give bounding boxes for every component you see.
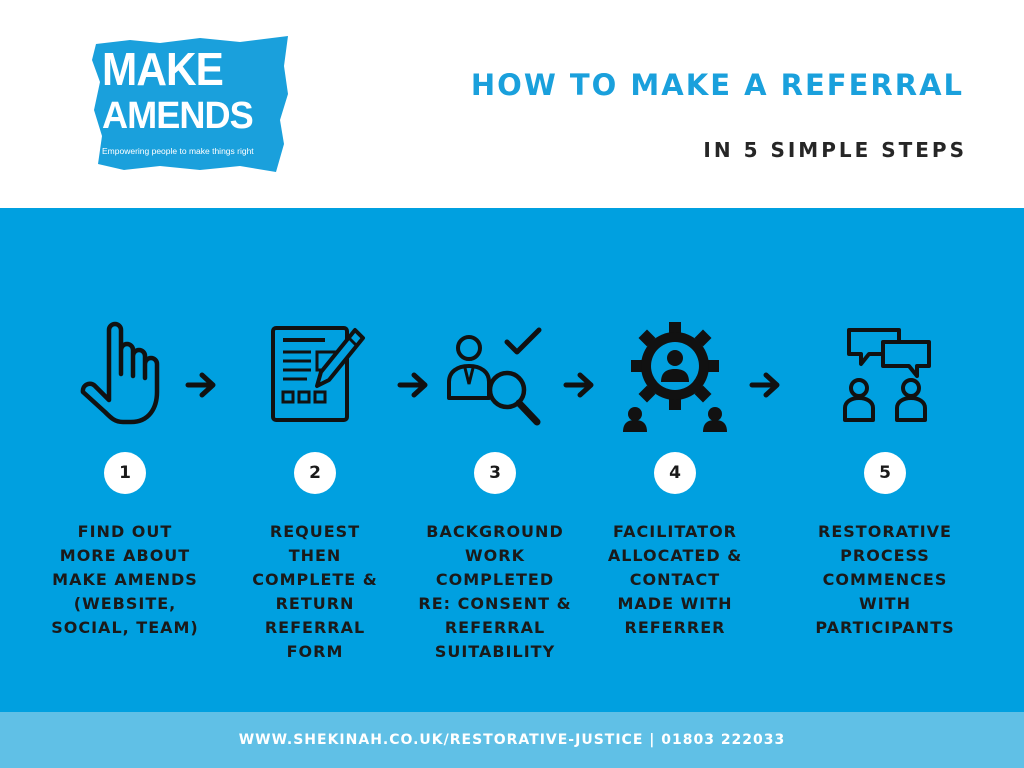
step-label: BACKGROUND WORK COMPLETED RE: CONSENT & …	[418, 522, 572, 661]
logo-tagline: Empowering people to make things right	[102, 146, 254, 156]
footer-link-text[interactable]: WWW.SHEKINAH.CO.UK/RESTORATIVE-JUSTICE |…	[238, 732, 786, 748]
step-5: 5 RESTORATIVE PROCESS COMMENCES WITH PAR…	[795, 208, 975, 712]
page-subtitle: IN 5 SIMPLE STEPS	[703, 138, 967, 162]
step-label: REQUEST THEN COMPLETE & RETURN REFERRAL …	[252, 522, 378, 661]
make-amends-logo[interactable]: MAKE AMENDS Empowering people to make th…	[90, 36, 290, 172]
header: MAKE AMENDS Empowering people to make th…	[0, 0, 1024, 208]
step-number: 2	[294, 452, 336, 494]
step-4: 4 FACILITATOR ALLOCATED & CONTACT MADE W…	[585, 208, 765, 712]
step-number: 3	[474, 452, 516, 494]
footer: WWW.SHEKINAH.CO.UK/RESTORATIVE-JUSTICE |…	[0, 712, 1024, 768]
arrow-right-icon	[563, 372, 594, 398]
facilitator-gear-icon	[623, 322, 727, 432]
step-label: RESTORATIVE PROCESS COMMENCES WITH PARTI…	[815, 522, 955, 637]
step-number: 1	[104, 452, 146, 494]
arrow-right-icon	[397, 372, 428, 398]
step-number: 5	[864, 452, 906, 494]
logo-background	[92, 36, 288, 172]
arrow-right-icon	[749, 372, 780, 398]
page-title: HOW TO MAKE A REFERRAL	[470, 68, 964, 102]
step-2: 2 REQUEST THEN COMPLETE & RETURN REFERRA…	[225, 208, 405, 712]
step-3: 3 BACKGROUND WORK COMPLETED RE: CONSENT …	[405, 208, 585, 712]
pointing-hand-icon	[80, 321, 160, 425]
logo-line-2: AMENDS	[102, 95, 254, 137]
logo-line-1: MAKE	[102, 43, 224, 95]
step-number: 4	[654, 452, 696, 494]
conversation-people-icon	[843, 328, 931, 422]
arrow-right-icon	[185, 372, 216, 398]
step-1: 1 FIND OUT MORE ABOUT MAKE AMENDS (WEBSI…	[35, 208, 215, 712]
step-label: FACILITATOR ALLOCATED & CONTACT MADE WIT…	[607, 522, 743, 637]
form-pencil-icon	[271, 326, 365, 422]
background-check-icon	[447, 327, 542, 426]
step-label: FIND OUT MORE ABOUT MAKE AMENDS (WEBSITE…	[51, 522, 199, 637]
